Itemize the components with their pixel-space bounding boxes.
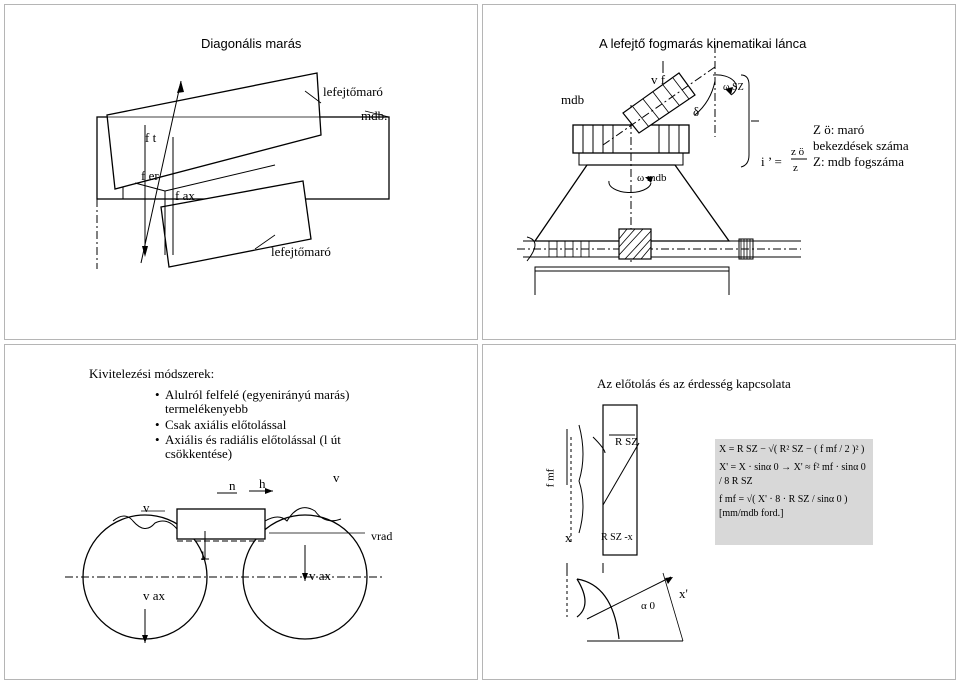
label-n: n xyxy=(229,478,236,493)
label-fax: f ax xyxy=(175,188,195,203)
method-item: Alulról felfelé (egyenirányú marás) xyxy=(155,387,455,402)
method-item: Csak axiális előtolással xyxy=(155,417,455,432)
formula-box: X = R SZ − √( R² SZ − ( f mf / 2 )² ) X'… xyxy=(715,439,873,545)
slide-title: Az előtolás és az érdesség kapcsolata xyxy=(597,376,791,391)
method-item: Axiális és radiális előtolással (l út xyxy=(155,432,455,447)
label-omega-sz: ω SZ xyxy=(723,82,744,93)
label-v-top: v xyxy=(333,470,340,485)
method-item-continuation: termelékenyebb xyxy=(165,401,249,416)
label-hob-top: lefejtőmaró xyxy=(323,84,383,99)
methods-list: Alulról felfelé (egyenirányú marás) xyxy=(155,387,455,402)
slide-title: A lefejtő fogmarás kinematikai lánca xyxy=(599,36,807,51)
slide-feed-roughness: Az előtolás és az érdesség kapcsolata R … xyxy=(482,344,956,680)
label-v-left: v xyxy=(143,500,150,515)
ratio-lhs: i ’ = xyxy=(761,154,782,169)
ratio-numerator: z ö xyxy=(791,146,805,158)
label-hob-bottom: lefejtőmaró xyxy=(271,244,331,259)
method-item-continuation: csökkentése) xyxy=(165,446,233,461)
ratio-denominator: z xyxy=(793,162,798,174)
formula-xprime: X' = X · sinα 0 → X' ≈ f² mf · sinα 0 / … xyxy=(719,462,866,487)
label-rsz-minus-x: R SZ -x xyxy=(601,532,633,543)
roughness-drawing xyxy=(566,404,684,642)
label-vrad: vrad xyxy=(371,529,393,543)
label-fmf: f mf xyxy=(544,468,557,488)
kinematic-chain-drawing xyxy=(517,45,807,295)
formula-fmf: f mf = √( X' · 8 · R SZ / sinα 0 ) [mm/m… xyxy=(719,494,848,519)
methods-drawing xyxy=(65,488,385,643)
legend-line-1: Z ö: maró xyxy=(813,122,865,137)
label-h: h xyxy=(259,476,266,491)
label-fer: f er xyxy=(141,168,159,183)
label-xprime: x' xyxy=(679,586,688,601)
legend-line-3: Z: mdb fogszáma xyxy=(813,154,904,169)
label-gear: mdb. xyxy=(361,108,388,123)
label-alpha0: α 0 xyxy=(641,600,656,612)
slide-kinematic-chain: A lefejtő fogmarás kinematikai lánca xyxy=(482,4,956,340)
slide-methods: Kivitelezési módszerek: Alulról felfelé … xyxy=(4,344,478,680)
legend-line-2: bekezdések száma xyxy=(813,138,909,153)
label-l: l xyxy=(201,548,205,563)
formula-x: X = R SZ − √( R² SZ − ( f mf / 2 )² ) xyxy=(719,444,865,455)
label-mdb: mdb xyxy=(561,92,585,107)
label-vax-bottom: v ax xyxy=(143,588,166,603)
diagonal-milling-drawing xyxy=(96,72,390,269)
label-ft: f t xyxy=(145,130,157,145)
methods-heading: Kivitelezési módszerek: xyxy=(89,366,215,381)
label-omega-mdb: ω mdb xyxy=(637,172,667,184)
slide-diagonal-milling: Diagonális marás lefejtőmaró mdb. f t f … xyxy=(4,4,478,340)
methods-list-2: Csak axiális előtolással Axiális és radi… xyxy=(155,417,455,447)
label-vax-mid: v ax xyxy=(309,568,332,583)
label-rsz: R SZ xyxy=(615,436,638,448)
slide-title: Diagonális marás xyxy=(201,36,302,51)
label-vf: v f xyxy=(651,72,666,87)
label-delta: δ xyxy=(693,104,700,119)
label-x: x xyxy=(565,530,572,545)
